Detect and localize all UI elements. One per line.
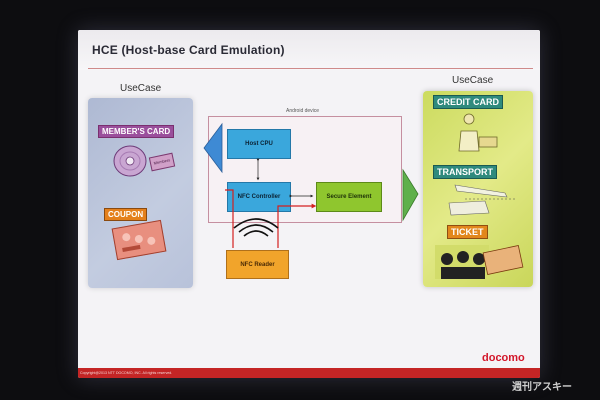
transport-tag: TRANSPORT: [433, 165, 497, 179]
secure-element-label: Secure Element: [326, 194, 372, 200]
nfc-reader-label: NFC Reader: [240, 261, 275, 268]
nfc-reader-box: NFC Reader: [226, 250, 289, 279]
presentation-slide: HCE (Host-base Card Emulation) UseCase U…: [78, 30, 540, 378]
left-usecase-label: UseCase: [120, 83, 162, 94]
nfc-controller-label: NFC Controller: [237, 194, 281, 200]
ticket-tag: TICKET: [447, 225, 488, 239]
nfc-waves-icon: [233, 218, 279, 237]
docomo-logo: docomo: [482, 352, 525, 364]
signal-path-right: [277, 203, 317, 248]
cd-disc-icon: [113, 145, 147, 177]
credit-card-tag: CREDIT CARD: [433, 95, 503, 109]
footer-bar: [78, 368, 540, 378]
nfc-controller-box: NFC Controller: [227, 182, 291, 212]
members-card-tag: MEMBER'S CARD: [98, 125, 175, 138]
right-flow-arrow: [402, 168, 419, 222]
secure-element-box: Secure Element: [316, 182, 382, 212]
audience-ticket-icon: [435, 245, 524, 279]
train-plane-icon: [448, 184, 515, 216]
left-flow-arrow: [203, 122, 223, 174]
publisher-watermark: 週刊アスキー: [512, 382, 572, 393]
coupon-ticket-icon: [111, 219, 167, 261]
slide-title: HCE (Host-base Card Emulation): [92, 43, 285, 57]
coupon-tag: COUPON: [104, 208, 148, 221]
copyright-text: Copyright@2013 NTT DOCOMO, INC. All righ…: [80, 371, 173, 375]
left-usecase-panel: MEMBER'S CARD Members COUPON: [88, 98, 193, 288]
android-device-label: Android device: [286, 108, 320, 114]
host-cpu-label: Host CPU: [245, 141, 273, 147]
signal-path-left: [225, 189, 234, 248]
credit-card-user-icon: [458, 113, 498, 152]
right-usecase-label: UseCase: [452, 75, 494, 86]
title-underline: [88, 68, 533, 69]
right-usecase-panel: CREDIT CARD TRANSPORT TICKET: [423, 91, 533, 287]
title-band: [78, 30, 540, 70]
diagram-connectors: [203, 122, 419, 248]
host-cpu-box: Host CPU: [227, 129, 291, 159]
